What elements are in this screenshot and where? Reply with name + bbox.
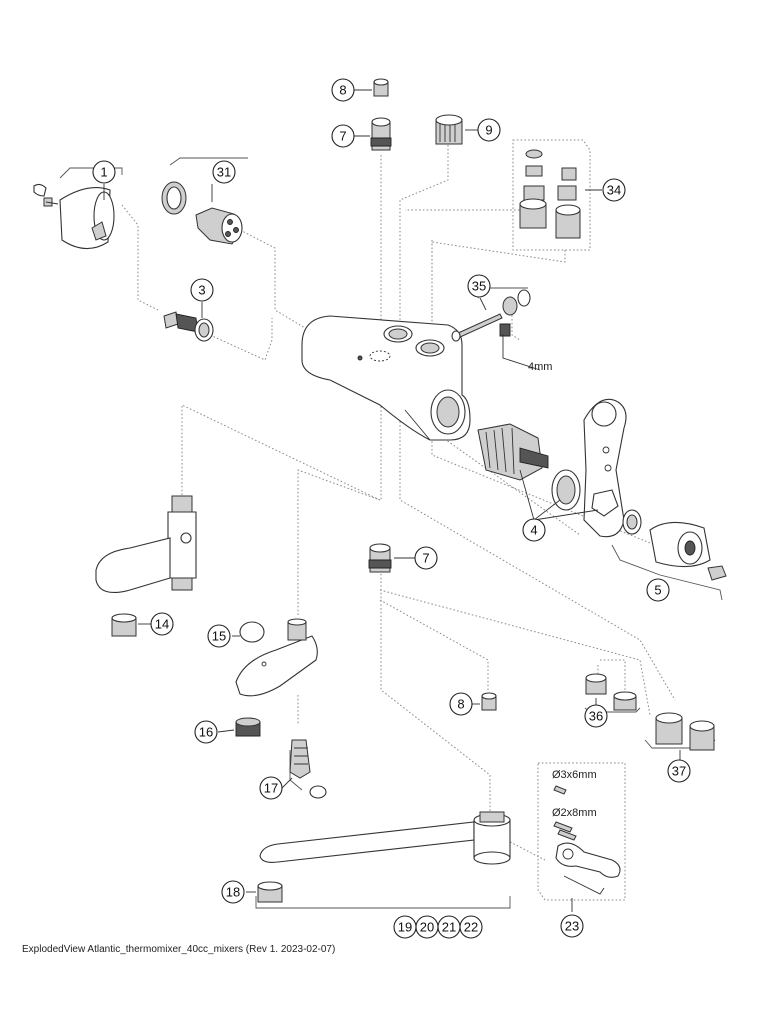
hex-key-4mm: 4mm bbox=[502, 334, 552, 373]
mixer-body bbox=[301, 315, 471, 441]
callout-19: 19 bbox=[393, 915, 417, 939]
callout-label: 5 bbox=[654, 583, 661, 598]
callout-label: 18 bbox=[226, 885, 240, 900]
callout-18: 18 bbox=[221, 880, 245, 904]
part-7-middle bbox=[368, 543, 392, 573]
part-16-nut bbox=[235, 717, 261, 737]
hex-key-size-label: 4mm bbox=[528, 361, 552, 373]
callout-label: 31 bbox=[217, 165, 231, 180]
callout-label: 4 bbox=[530, 523, 537, 538]
callout-label: 3 bbox=[198, 283, 205, 298]
pin-b-size-label: Ø2x8mm bbox=[552, 807, 597, 819]
callout-label: 9 bbox=[485, 123, 492, 138]
callout-5: 5 bbox=[646, 578, 670, 602]
callout-1: 1 bbox=[92, 160, 116, 184]
part-34-fittings bbox=[519, 149, 581, 239]
part-18-aerator bbox=[257, 881, 283, 903]
callout-label: 8 bbox=[457, 697, 464, 712]
callout-21: 21 bbox=[437, 915, 461, 939]
document-footer: ExplodedView Atlantic_thermomixer_40cc_m… bbox=[22, 944, 336, 955]
part-17-valve bbox=[289, 739, 327, 799]
part-9-cap bbox=[435, 114, 463, 145]
callout-label: 7 bbox=[339, 129, 346, 144]
callout-label: 15 bbox=[212, 629, 226, 644]
callout-36: 36 bbox=[584, 704, 608, 728]
callout-label: 20 bbox=[420, 920, 434, 935]
callout-4: 4 bbox=[522, 518, 546, 542]
callout-label: 35 bbox=[472, 279, 486, 294]
callout-label: 34 bbox=[607, 183, 621, 198]
part-1-handle bbox=[33, 183, 115, 250]
callout-label: 1 bbox=[100, 165, 107, 180]
callout-15: 15 bbox=[207, 624, 231, 648]
grouping-brackets bbox=[59, 157, 723, 909]
callout-34: 34 bbox=[602, 178, 626, 202]
callout-label: 22 bbox=[464, 920, 478, 935]
callout-35: 35 bbox=[467, 274, 491, 298]
shower-outlet bbox=[235, 618, 318, 697]
part-8-middle bbox=[481, 692, 497, 711]
pin-a-size-label: Ø3x6mm bbox=[552, 769, 597, 781]
callout-label: 8 bbox=[339, 83, 346, 98]
part-36-fittings bbox=[585, 673, 637, 711]
part-31-cartridge bbox=[161, 181, 243, 245]
callout-7-top: 7 bbox=[331, 124, 355, 148]
callout-31: 31 bbox=[212, 160, 236, 184]
callout-9: 9 bbox=[477, 118, 501, 142]
part-7-top bbox=[370, 117, 392, 151]
group-boxes bbox=[512, 139, 626, 901]
callout-7-middle: 7 bbox=[414, 546, 438, 570]
callout-leaders bbox=[103, 89, 681, 912]
callout-22: 22 bbox=[459, 915, 483, 939]
callout-label: 7 bbox=[422, 551, 429, 566]
callout-label: 36 bbox=[589, 709, 603, 724]
callout-23: 23 bbox=[560, 914, 584, 938]
diverter-body bbox=[95, 495, 197, 593]
callout-label: 19 bbox=[398, 920, 412, 935]
callout-label: 21 bbox=[442, 920, 456, 935]
callout-37: 37 bbox=[667, 759, 691, 783]
part-8-top bbox=[373, 78, 389, 97]
part-5-handle bbox=[622, 509, 727, 581]
callout-20: 20 bbox=[415, 915, 439, 939]
part-4-thermo-cartridge bbox=[477, 398, 627, 538]
part-37-fittings bbox=[655, 712, 715, 751]
callout-label: 37 bbox=[672, 764, 686, 779]
callout-14: 14 bbox=[150, 612, 174, 636]
callout-label: 17 bbox=[264, 781, 278, 796]
callout-label: 16 bbox=[199, 725, 213, 740]
part-3-valve-stem bbox=[163, 311, 214, 342]
part-15-cap bbox=[239, 621, 265, 643]
part-23-tool-kit: Ø3x6mm Ø2x8mm bbox=[552, 769, 621, 895]
assembly-leader-lines bbox=[121, 145, 676, 861]
bath-spout bbox=[259, 811, 511, 865]
callout-16: 16 bbox=[194, 720, 218, 744]
callout-8-top: 8 bbox=[331, 78, 355, 102]
callout-17: 17 bbox=[259, 776, 283, 800]
callouts: 1 31 3 8 7 9 34 35 4 5 7 14 15 16 17 8 3… bbox=[92, 78, 691, 939]
part-35-screw-set bbox=[451, 289, 531, 342]
callout-label: 23 bbox=[565, 919, 579, 934]
callout-3: 3 bbox=[190, 278, 214, 302]
part-14-aerator bbox=[111, 613, 137, 637]
callout-8-middle: 8 bbox=[449, 692, 473, 716]
callout-label: 14 bbox=[155, 617, 169, 632]
